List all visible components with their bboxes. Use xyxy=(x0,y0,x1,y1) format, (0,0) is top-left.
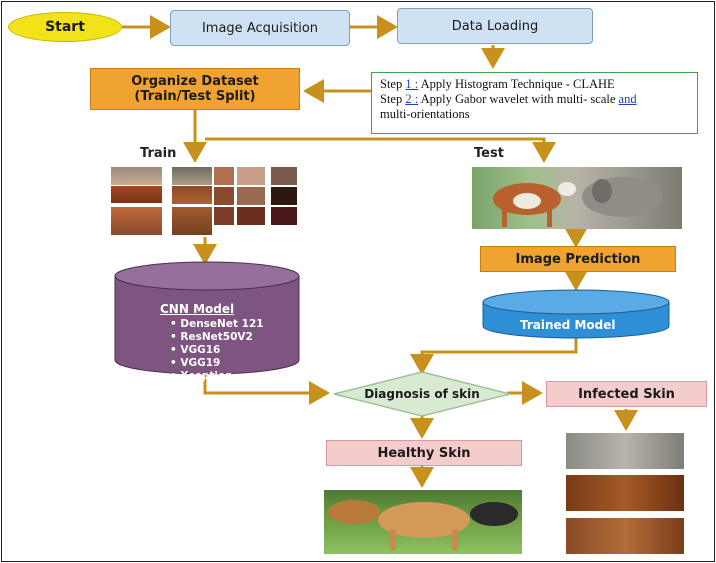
data-loading-label: Data Loading xyxy=(451,18,539,34)
step1-prefix: Step xyxy=(380,77,406,91)
step-1: Step 1 : Apply Histogram Technique - CLA… xyxy=(380,77,689,92)
train-thumb-12 xyxy=(237,207,265,225)
infected-image-2 xyxy=(566,475,684,511)
train-thumb-13 xyxy=(271,167,297,185)
step-2: Step 2 : Apply Gabor wavelet with multi-… xyxy=(380,92,689,107)
train-thumb-6 xyxy=(172,207,212,235)
trained-model-label: Trained Model xyxy=(520,318,616,332)
train-label: Train xyxy=(140,146,177,161)
image-acquisition-label: Image Acquisition xyxy=(201,20,319,36)
step2-text: Apply Gabor wavelet with multi- scale xyxy=(418,92,619,106)
train-thumb-2 xyxy=(111,186,162,203)
infected-image-3 xyxy=(566,518,684,554)
train-thumb-7 xyxy=(214,167,234,185)
organize-label-1: Organize Dataset xyxy=(131,74,259,89)
train-thumb-8 xyxy=(214,187,234,205)
model-resnet: ResNet50V2 xyxy=(170,331,264,344)
train-thumb-14 xyxy=(271,187,297,205)
train-thumb-3 xyxy=(111,207,162,235)
cnn-model-title: CNN Model xyxy=(160,302,235,316)
model-densenet: DenseNet 121 xyxy=(170,318,263,331)
healthy-image xyxy=(324,490,522,554)
train-thumb-4 xyxy=(172,167,212,185)
test-label: Test xyxy=(474,146,504,161)
image-acquisition-box: Image Acquisition xyxy=(170,10,350,46)
test-image xyxy=(472,167,682,229)
image-prediction-label: Image Prediction xyxy=(515,251,641,267)
start-node: Start xyxy=(8,12,122,42)
test-cow-drawing xyxy=(493,177,662,227)
healthy-skin-label: Healthy Skin xyxy=(377,445,471,461)
arrow-trained-diagnosis xyxy=(410,336,578,375)
step1-text: Apply Histogram Technique - CLAHE xyxy=(418,77,615,91)
healthy-cows-drawing xyxy=(328,500,518,550)
model-xception: Xception xyxy=(170,370,264,383)
step-2-cont: multi-orientations xyxy=(380,107,470,121)
cnn-model-list: DenseNet 121 ResNet50V2 VGG16 VGG19 Xcep… xyxy=(170,318,264,383)
train-thumb-5 xyxy=(172,186,212,204)
infected-skin-box: Infected Skin xyxy=(546,381,707,407)
train-thumb-11 xyxy=(237,187,265,205)
infected-skin-label: Infected Skin xyxy=(578,386,675,402)
healthy-skin-box: Healthy Skin xyxy=(326,440,522,466)
train-thumb-10 xyxy=(237,167,265,185)
step1-num: 1 : xyxy=(405,77,419,91)
train-thumb-1 xyxy=(111,167,162,185)
train-thumb-9 xyxy=(214,207,234,225)
organize-dataset-box: Organize Dataset (Train/Test Split) xyxy=(90,68,300,110)
data-loading-box: Data Loading xyxy=(397,8,593,44)
arrow-organize-test xyxy=(205,137,556,163)
model-vgg19: VGG19 xyxy=(170,357,264,370)
step2-and: and xyxy=(618,92,637,106)
train-thumb-15 xyxy=(271,207,297,225)
diagnosis-label: Diagnosis of skin xyxy=(364,387,480,401)
start-label: Start xyxy=(45,19,85,35)
preprocessing-steps-box: Step 1 : Apply Histogram Technique - CLA… xyxy=(371,72,698,134)
model-vgg16: VGG16 xyxy=(170,344,264,357)
organize-label-2: (Train/Test Split) xyxy=(134,89,256,104)
step2-prefix: Step xyxy=(380,92,406,106)
image-prediction-box: Image Prediction xyxy=(480,246,676,272)
step2-num: 2 : xyxy=(405,92,419,106)
infected-image-1 xyxy=(566,433,684,469)
